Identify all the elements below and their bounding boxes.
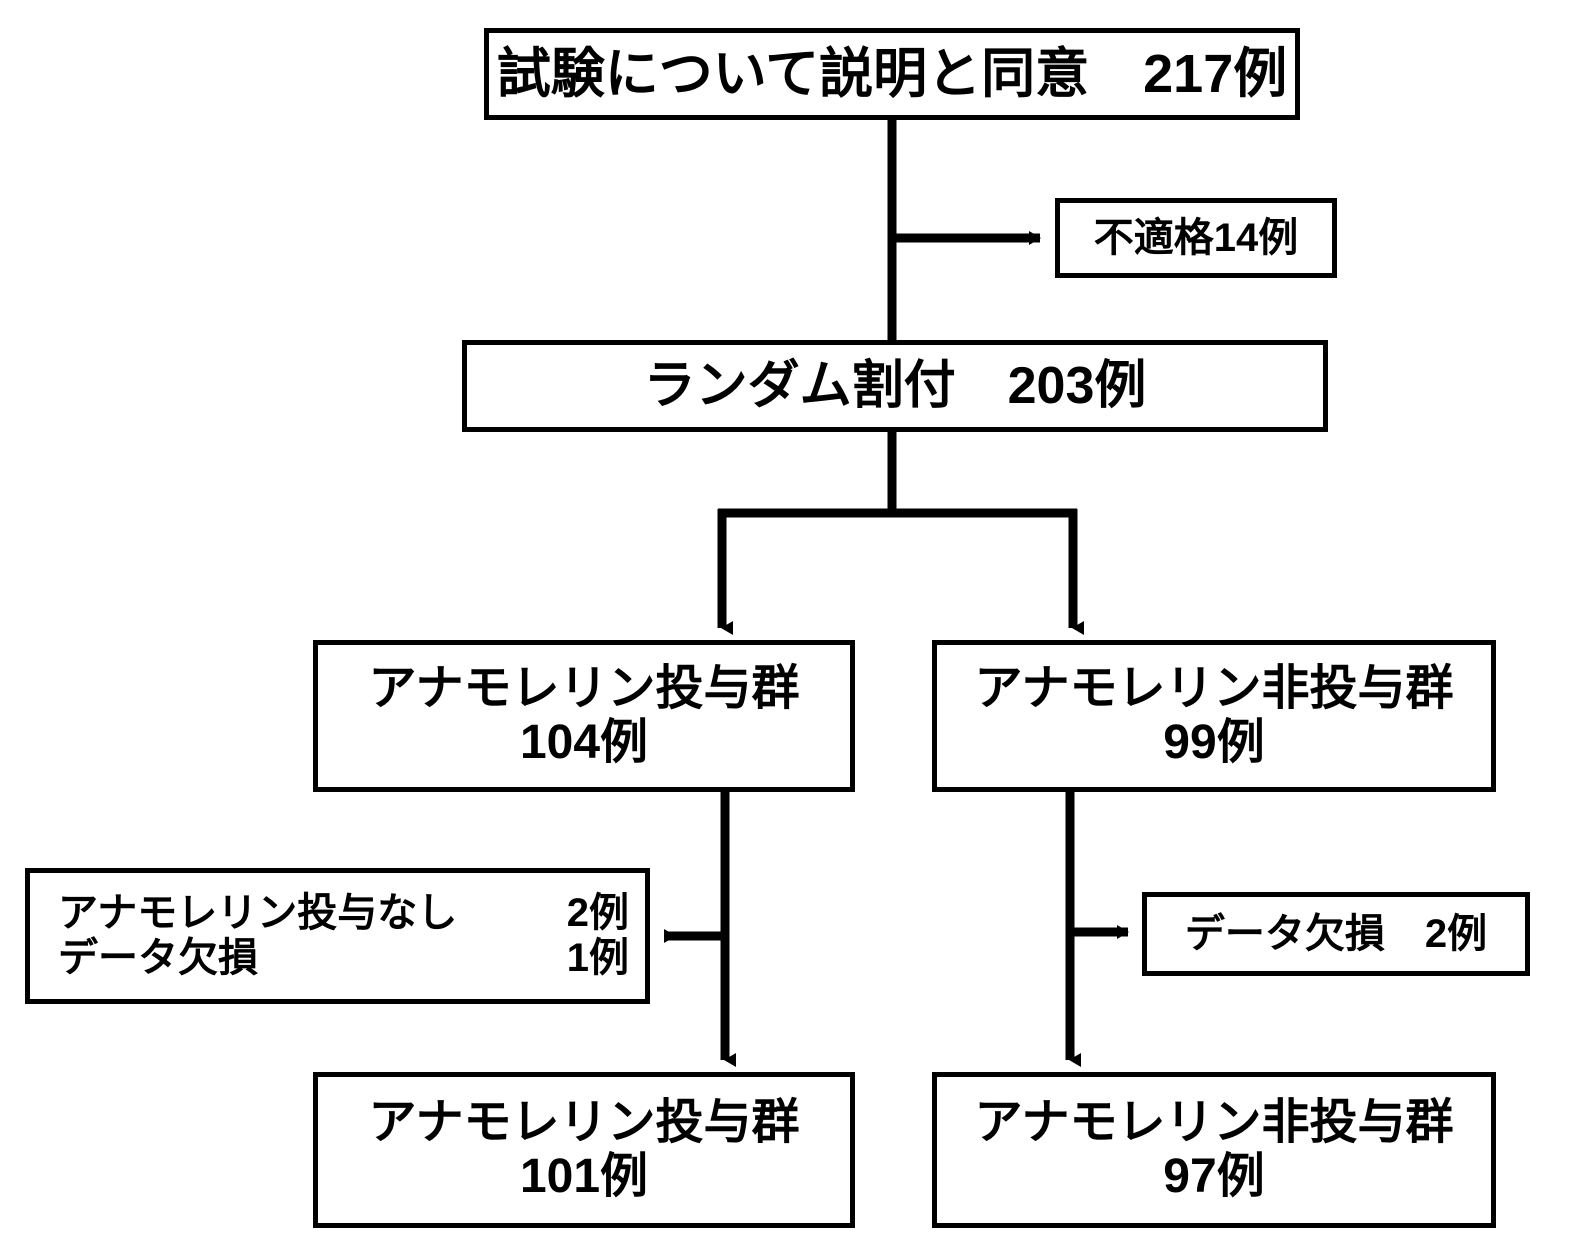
node-ineligible-excluded: 不適格14例 — [1055, 198, 1337, 278]
node-exclusions-anamorelin-group: アナモレリン投与なし 2例 データ欠損 1例 — [25, 868, 650, 1004]
node-final-untreated-title: アナモレリン非投与群 — [974, 1096, 1454, 1150]
node-randomized-text: ランダム割付 203例 — [643, 356, 1147, 415]
node-arm-untreated-count: 99例 — [1163, 716, 1265, 769]
node-arm-treated-count: 104例 — [519, 716, 649, 769]
node-allocated-anamorelin-group: アナモレリン投与群 104例 — [313, 640, 855, 792]
node-exclusions-control-group: データ欠損 2例 — [1142, 892, 1530, 976]
node-analyzed-anamorelin-group: アナモレリン投与群 101例 — [313, 1072, 855, 1228]
node-arm-untreated-title: アナモレリン非投与群 — [974, 662, 1454, 716]
exclusion-row: データ欠損 1例 — [58, 936, 629, 981]
node-analyzed-control-group: アナモレリン非投与群 97例 — [932, 1072, 1496, 1228]
node-consent-and-enrollment: 試験について説明と同意 217例 — [484, 28, 1300, 120]
node-allocated-control-group: アナモレリン非投与群 99例 — [932, 640, 1496, 792]
node-final-untreated-count: 97例 — [1163, 1150, 1265, 1203]
node-consent-text: 試験について説明と同意 217例 — [496, 43, 1288, 104]
exclusion-label-missing-data: データ欠損 — [58, 936, 258, 980]
node-final-treated-count: 101例 — [519, 1150, 649, 1203]
node-final-treated-title: アナモレリン投与群 — [368, 1096, 800, 1150]
exclusion-count-missing-data: 1例 — [566, 936, 629, 980]
exclusion-row: アナモレリン投与なし 2例 — [58, 891, 629, 936]
node-ineligible-text: 不適格14例 — [1093, 215, 1299, 260]
exclusion-label-no-drug: アナモレリン投与なし — [58, 891, 458, 936]
node-randomization: ランダム割付 203例 — [462, 340, 1328, 432]
exclusion-count-no-drug: 2例 — [566, 891, 629, 936]
node-arm-treated-title: アナモレリン投与群 — [368, 662, 800, 716]
node-excl-right-text: データ欠損 2例 — [1184, 911, 1488, 956]
